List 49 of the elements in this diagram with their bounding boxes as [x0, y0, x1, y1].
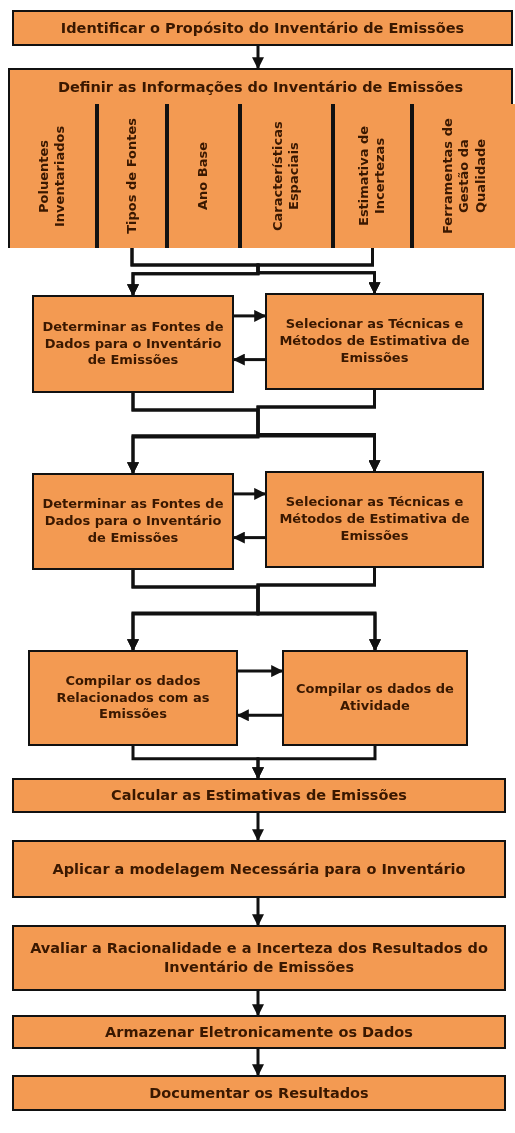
category-column [412, 104, 515, 248]
step-label: Compilar os dados Relacionados com as Emissões [55, 672, 211, 724]
step-label: Calcular as Estimativas de Emissões [110, 786, 408, 805]
arrow [252, 1049, 264, 1077]
step-label: Ferramentas de Gestão da Qualidade [440, 117, 489, 236]
category-column [8, 104, 97, 248]
arrow [252, 746, 377, 780]
arrow [252, 813, 264, 842]
step-label: Determinar as Fontes de Dados para o Inventário de Emissões [41, 496, 225, 547]
step-label: Documentar os Resultados [148, 1083, 370, 1103]
process-box [12, 1015, 506, 1049]
step-label: Avaliar a Racionalidade e a Incerteza dos Resultados do Inventário de Emissões [29, 939, 489, 977]
category-column [167, 104, 240, 248]
arrow [234, 309, 267, 322]
arrow [256, 390, 381, 473]
step-label: Compilar os dados de Atividade [295, 681, 455, 715]
step-label: Características Espaciais [270, 120, 303, 233]
step-label: Identificar o Propósito do Inventário de Emissões [59, 18, 466, 38]
process-box [32, 473, 234, 570]
process-box [12, 10, 513, 46]
process-box [28, 650, 238, 746]
process-box [12, 778, 506, 813]
arrow [252, 46, 264, 70]
process-box [265, 293, 484, 390]
category-column [97, 104, 167, 248]
step-label: Estimativa de Incertezas [356, 124, 389, 229]
arrow [256, 248, 381, 295]
process-box [32, 295, 234, 393]
arrow [234, 487, 267, 500]
category-column [333, 104, 412, 248]
process-box [12, 1075, 506, 1111]
arrow [252, 898, 264, 927]
step-label: Selecionar as Técnicas e Métodos de Estimativa de Emissões [278, 316, 471, 367]
step-label: Armazenar Eletronicamente os Dados [104, 1022, 414, 1042]
arrow [256, 568, 381, 652]
step-label: Poluentes Inventariados [36, 124, 69, 229]
process-box [12, 840, 506, 898]
category-column [240, 104, 333, 248]
arrow [238, 665, 284, 678]
arrow [252, 991, 264, 1017]
process-box [265, 471, 484, 568]
step-label: Aplicar a modelagem Necessária para o Inventário [51, 859, 467, 879]
group-panel [8, 68, 513, 246]
process-box [12, 925, 506, 991]
process-box [282, 650, 468, 746]
step-label: Ano Base [195, 142, 212, 210]
step-label: Determinar as Fontes de Dados para o Inventário de Emissões [41, 318, 225, 370]
step-label: Tipos de Fontes [123, 118, 140, 234]
step-label: Selecionar as Técnicas e Métodos de Estimativa de Emissões [278, 494, 471, 545]
